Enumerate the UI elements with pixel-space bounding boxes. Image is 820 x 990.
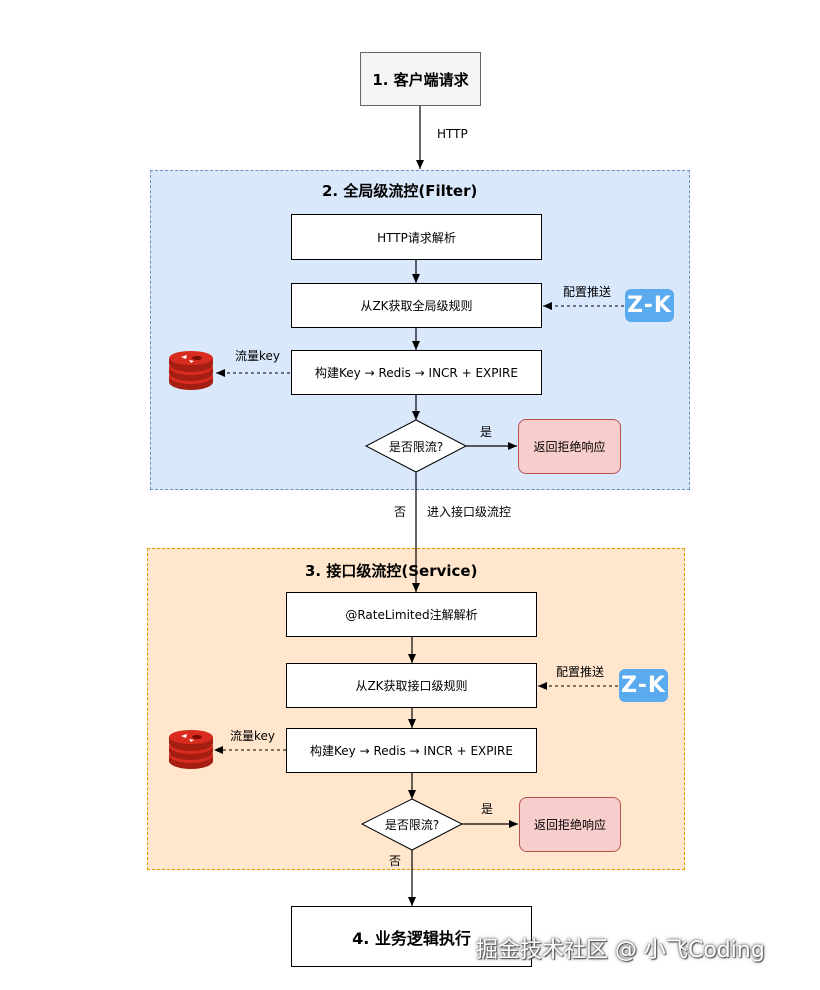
- edge-label-yes-2: 是: [481, 802, 494, 816]
- business-logic-node: 4. 业务逻辑执行: [291, 906, 532, 967]
- zookeeper-icon-1: Z-K: [625, 289, 674, 322]
- zookeeper-icon-2: Z-K: [619, 669, 668, 702]
- reject-node-2: 返回拒绝响应: [519, 797, 621, 852]
- global-region-title: 2. 全局级流控(Filter): [322, 182, 478, 200]
- decision-diamond-2: [360, 798, 464, 851]
- build-key-node-2: 构建Key → Redis → INCR + EXPIRE: [286, 728, 537, 773]
- decision-label-1: 是否限流?: [388, 439, 444, 454]
- zk-global-rules-node: 从ZK获取全局级规则: [291, 283, 542, 328]
- edge-label-config-push-1: 配置推送: [563, 285, 612, 299]
- edge-label-no-1: 否: [394, 505, 407, 519]
- interface-region-title: 3. 接口级流控(Service): [305, 562, 478, 580]
- edge-label-http: HTTP: [437, 127, 468, 141]
- watermark: 掘金技术社区 @ 小飞Coding: [476, 938, 765, 963]
- edge-label-config-push-2: 配置推送: [556, 665, 605, 679]
- build-key-node-1: 构建Key → Redis → INCR + EXPIRE: [291, 350, 542, 395]
- edge-label-flow-key-2: 流量key: [230, 729, 276, 743]
- zk-interface-rules-node: 从ZK获取接口级规则: [286, 663, 537, 708]
- reject-node-1: 返回拒绝响应: [518, 419, 621, 474]
- redis-icon-2: [169, 730, 213, 769]
- edge-label-enter-interface: 进入接口级流控: [427, 505, 512, 519]
- edge-label-no-2: 否: [389, 854, 402, 868]
- edge-label-yes-1: 是: [480, 425, 493, 439]
- redis-icon-1: [169, 351, 213, 390]
- decision-diamond-1: [364, 419, 468, 473]
- edge-label-flow-key-1: 流量key: [235, 349, 281, 363]
- client-request-node: 1. 客户端请求: [360, 52, 481, 106]
- annotation-parse-node: @RateLimited注解解析: [286, 592, 537, 637]
- decision-label-2: 是否限流?: [384, 818, 440, 832]
- http-parse-node: HTTP请求解析: [291, 214, 542, 260]
